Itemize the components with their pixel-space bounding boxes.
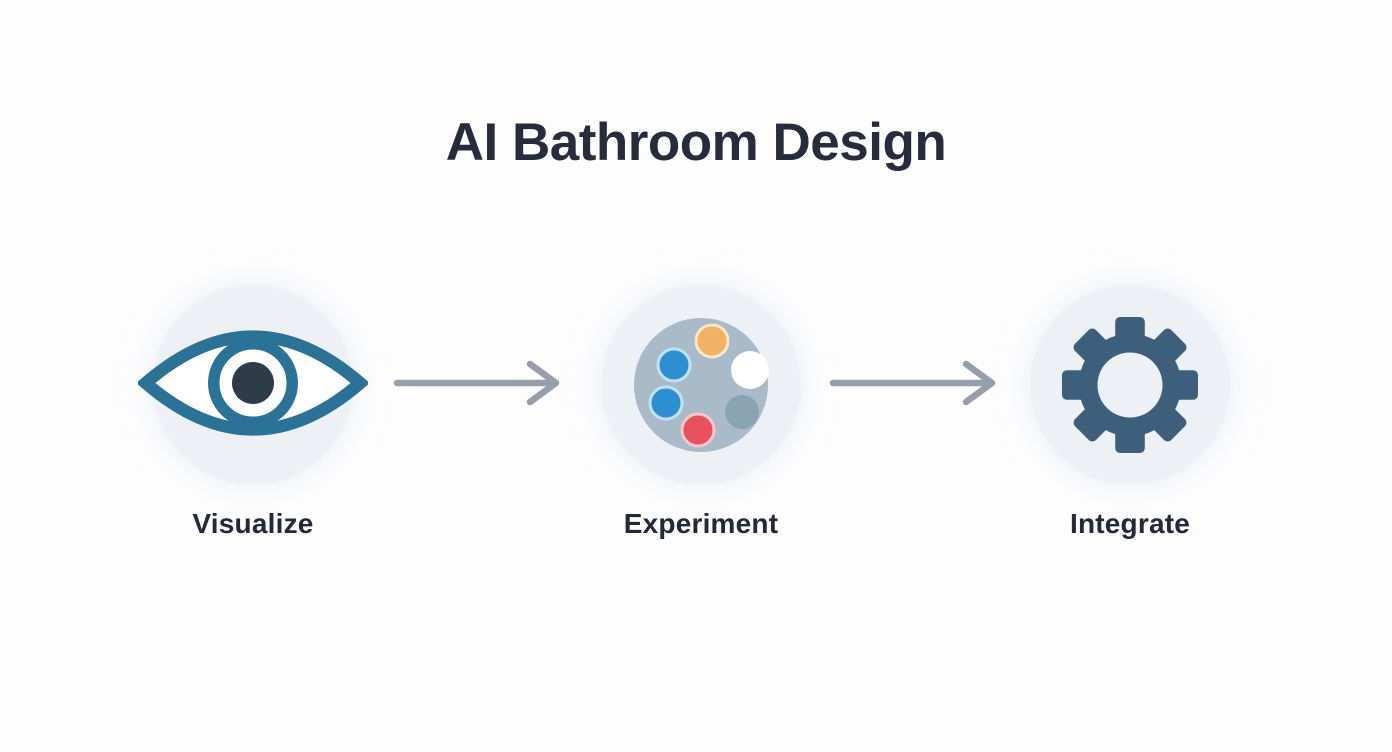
eye-icon: [138, 330, 368, 436]
step-label-experiment: Experiment: [623, 508, 779, 539]
palette-icon: [634, 318, 769, 452]
arrow-right-icon: [829, 360, 996, 406]
arrow-right-icon: [393, 360, 560, 406]
step-label-integrate: Integrate: [1069, 508, 1191, 539]
gear-icon: [1061, 316, 1199, 454]
page-title: AI Bathroom Design: [445, 113, 947, 172]
step-label-visualize: Visualize: [192, 508, 314, 539]
